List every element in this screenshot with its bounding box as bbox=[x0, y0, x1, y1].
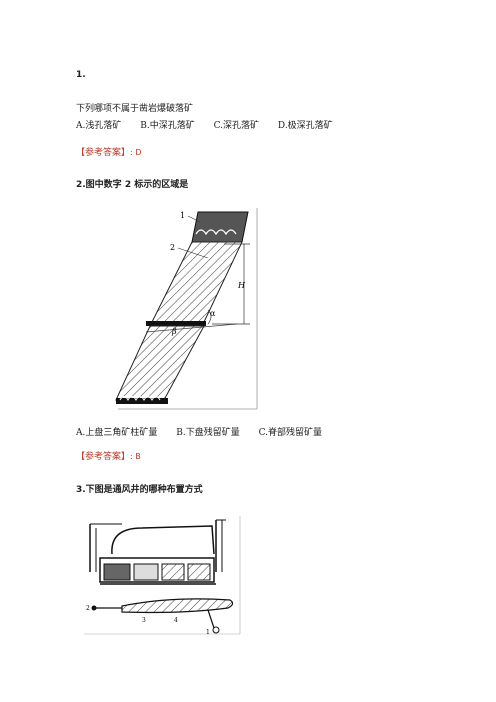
q1-answer: 【参考答案】: D bbox=[76, 145, 141, 158]
q2-options: A.上盘三角矿柱矿量 B.下盘残留矿量 C.脊部残留矿量 bbox=[76, 425, 338, 438]
q2-label-beta: β bbox=[171, 327, 177, 336]
q1-answer-label: 【参考答案】 bbox=[76, 148, 131, 158]
q3-block-1 bbox=[103, 563, 131, 581]
q3-label-4: 4 bbox=[174, 617, 178, 624]
q3-title: 3.下图是通风井的哪种布置方式 bbox=[76, 485, 203, 495]
q3-block-2 bbox=[133, 563, 159, 581]
q1-answer-value: : D bbox=[130, 148, 142, 157]
q2-answer-label: 【参考答案】 bbox=[76, 452, 131, 462]
q1-number: 1. bbox=[76, 70, 86, 80]
q2-label-h: H bbox=[237, 281, 246, 290]
q3-label-1: 1 bbox=[206, 629, 210, 636]
q3-block-4 bbox=[187, 563, 211, 581]
q1-option-d[interactable]: D.极深孔落矿 bbox=[277, 121, 333, 131]
q3-label-3: 3 bbox=[142, 617, 146, 624]
q1-option-b[interactable]: B.中深孔落矿 bbox=[140, 121, 195, 131]
q2-stope-diagram: H α β 1 2 bbox=[115, 208, 258, 410]
q2-label-2: 2 bbox=[170, 243, 175, 252]
q2-label-1: 1 bbox=[180, 211, 185, 220]
q2-option-b[interactable]: B.下盘残留矿量 bbox=[176, 428, 240, 438]
q3-block-3 bbox=[161, 563, 185, 581]
q3-label-2: 2 bbox=[86, 605, 90, 612]
q1-options: A.浅孔落矿 B.中深孔落矿 C.深孔落矿 D.极深孔落矿 bbox=[76, 118, 349, 131]
q1-stem: 下列哪项不属于凿岩爆破落矿 bbox=[76, 104, 194, 114]
q3-ventilation-diagram: 2 3 4 1 bbox=[84, 516, 241, 636]
q2-answer: 【参考答案】: B bbox=[76, 449, 141, 462]
q2-option-c[interactable]: C.脊部残留矿量 bbox=[258, 428, 323, 438]
q2-upper-region bbox=[151, 241, 243, 323]
q2-title: 2.图中数字 2 标示的区域是 bbox=[76, 180, 189, 190]
q1-option-c[interactable]: C.深孔落矿 bbox=[213, 121, 260, 131]
q2-answer-value: : B bbox=[130, 452, 141, 461]
q2-lower-region bbox=[115, 325, 205, 401]
q2-label-alpha: α bbox=[210, 309, 216, 318]
q2-option-a[interactable]: A.上盘三角矿柱矿量 bbox=[76, 428, 158, 438]
q1-option-a[interactable]: A.浅孔落矿 bbox=[76, 121, 122, 131]
q2-top-ore bbox=[191, 211, 249, 243]
